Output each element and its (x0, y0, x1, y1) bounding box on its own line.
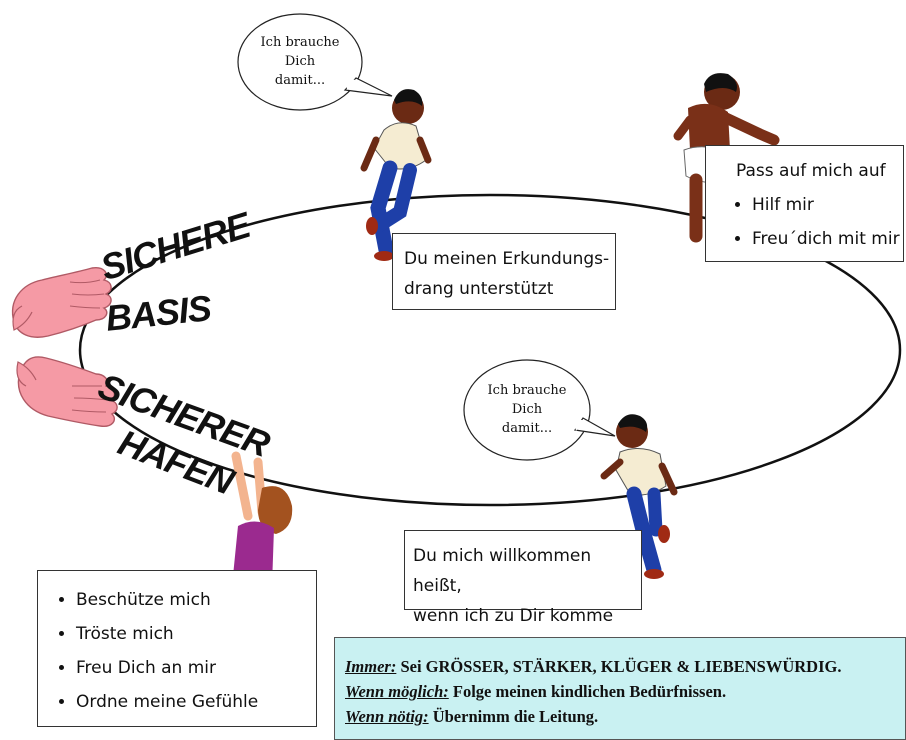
rule-line: Wenn nötig: Übernimm die Leitung. (345, 704, 905, 729)
toddler-icon (600, 414, 678, 579)
bubble-mid-line: Ich brauche (487, 383, 567, 398)
list-item: Hilf mir (752, 188, 903, 222)
box-welcome-line: wenn ich zu Dir komme (413, 606, 614, 626)
list-item: Freu Dich an mir (76, 651, 316, 685)
rule-text: Sei GRÖSSER, STÄRKER, KLÜGER & LIEBENSWÜ… (396, 657, 842, 676)
speech-bubble-top-text: Ich brauche Dich damit... (252, 33, 348, 90)
box-needs: Beschütze mich Tröste mich Freu Dich an … (37, 570, 317, 727)
box-topright: Pass auf mich auf Hilf mir Freu´dich mit… (705, 145, 904, 262)
bubble-top-line: damit... (274, 73, 326, 88)
toddler-icon (673, 73, 780, 243)
list-item: Ordne meine Gefühle (76, 685, 316, 719)
rule-text: Folge meinen kindlichen Bedürfnissen. (448, 682, 727, 701)
bubble-top-line: Dich (284, 54, 316, 69)
box-welcome: Du mich willkommen heißt, wenn ich zu Di… (404, 530, 642, 626)
speech-bubble-top (237, 13, 393, 111)
rule-key: Wenn nötig: (345, 707, 429, 726)
speech-bubble-mid-text: Ich brauche Dich damit... (478, 381, 576, 438)
bubble-top-line: Ich brauche (260, 35, 340, 50)
list-item: Tröste mich (76, 617, 316, 651)
hand-icon (12, 266, 112, 338)
rule-key: Wenn möglich: (345, 682, 449, 701)
box-welcome-line: Du mich willkommen heißt, (413, 546, 592, 596)
box-topright-heading: Pass auf mich auf (736, 161, 886, 181)
rule-line: Immer: Sei GRÖSSER, STÄRKER, KLÜGER & LI… (345, 654, 905, 679)
speech-bubble-mid (463, 359, 616, 461)
toddler-icon (360, 89, 432, 261)
rule-text: Übernimm die Leitung. (428, 707, 599, 726)
bubble-mid-line: damit... (501, 421, 553, 436)
bubble-mid-line: Dich (511, 402, 543, 417)
rules-box: Immer: Sei GRÖSSER, STÄRKER, KLÜGER & LI… (334, 637, 906, 740)
box-explore-line: Du meinen Erkundungs- (404, 249, 610, 269)
box-explore-line: drang unterstützt (404, 279, 554, 299)
box-explore: Du meinen Erkundungs- drang unterstützt (392, 233, 616, 310)
hand-icon (16, 356, 118, 428)
list-item: Freu´dich mit mir (752, 222, 903, 256)
list-item: Beschütze mich (76, 583, 316, 617)
circle-path (78, 193, 902, 507)
rule-key: Immer: (345, 657, 397, 676)
rule-line: Wenn möglich: Folge meinen kindlichen Be… (345, 679, 905, 704)
